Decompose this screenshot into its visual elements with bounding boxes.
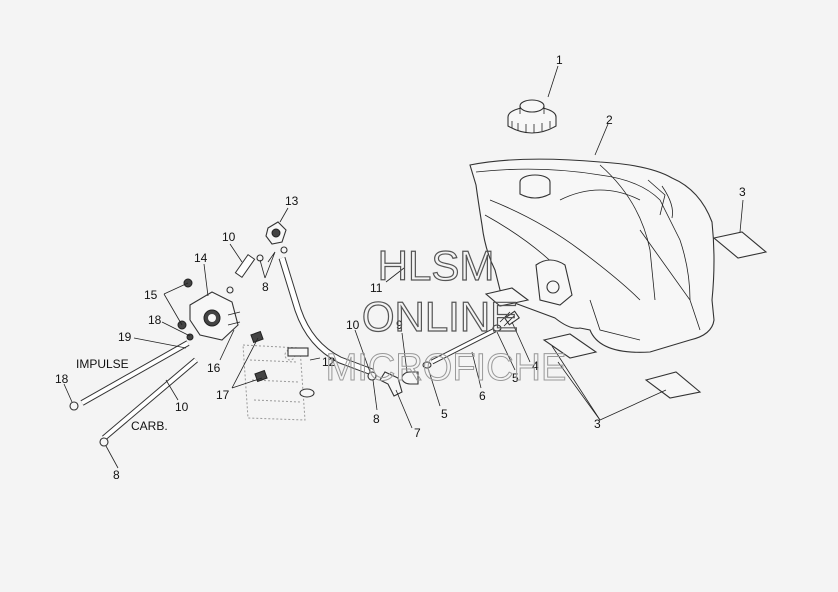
watermark-line-1: HLSM	[378, 242, 495, 289]
impulse-label: IMPULSE	[76, 357, 129, 371]
callout-9: 9	[396, 318, 403, 332]
callout-10: 10	[175, 400, 189, 414]
callout-2: 2	[606, 113, 613, 127]
fuel-pump	[189, 291, 241, 341]
callout-4: 4	[532, 359, 539, 373]
callout-1: 1	[556, 53, 563, 67]
callout-5: 5	[441, 407, 448, 421]
callout-8: 8	[113, 468, 120, 482]
fuel-line-6	[430, 327, 497, 365]
callout-10: 10	[346, 318, 360, 332]
callout-14: 14	[194, 251, 208, 265]
callout-18: 18	[148, 313, 162, 327]
carb-label: CARB.	[131, 419, 168, 433]
pump-bracket	[242, 330, 315, 421]
callout-19: 19	[118, 330, 132, 344]
callout-labels: 1 2 3 3 4 5 5 6 7 8 8 8 9 10 10 10 11 12…	[55, 53, 746, 482]
tank-pads	[484, 231, 768, 399]
outlet-fitting	[499, 310, 520, 327]
impulse-hose	[80, 340, 190, 406]
hose-clamps-5	[422, 324, 502, 369]
callout-5: 5	[512, 371, 519, 385]
callout-12: 12	[322, 355, 336, 369]
callout-18: 18	[55, 372, 69, 386]
elbow-fitting	[379, 371, 419, 397]
watermark-line-2: ONLINE	[362, 293, 518, 340]
callout-8: 8	[262, 280, 269, 294]
callout-13: 13	[285, 194, 299, 208]
callout-16: 16	[207, 361, 221, 375]
watermark: HLSM ONLINE MICROFICHE	[325, 241, 567, 389]
callout-6: 6	[479, 389, 486, 403]
callout-7: 7	[414, 426, 421, 440]
short-hose-10	[234, 253, 256, 279]
fuel-cap	[507, 99, 557, 134]
fuel-hose-long	[278, 256, 374, 376]
fuel-valve	[256, 221, 288, 262]
hose-end-clamps	[69, 401, 109, 447]
callout-17: 17	[216, 388, 230, 402]
watermark-line-3: MICROFICHE	[326, 347, 567, 389]
callout-11: 11	[370, 281, 383, 295]
fuel-tank	[469, 158, 715, 353]
carb-hose	[102, 357, 198, 441]
callout-10: 10	[222, 230, 236, 244]
callout-15: 15	[144, 288, 158, 302]
callout-3: 3	[739, 185, 746, 199]
clamp-8-mid	[367, 371, 377, 381]
leader-lines	[63, 65, 744, 469]
callout-3: 3	[594, 417, 601, 431]
hose-labels: IMPULSE CARB.	[76, 357, 168, 433]
callout-8: 8	[373, 412, 380, 426]
